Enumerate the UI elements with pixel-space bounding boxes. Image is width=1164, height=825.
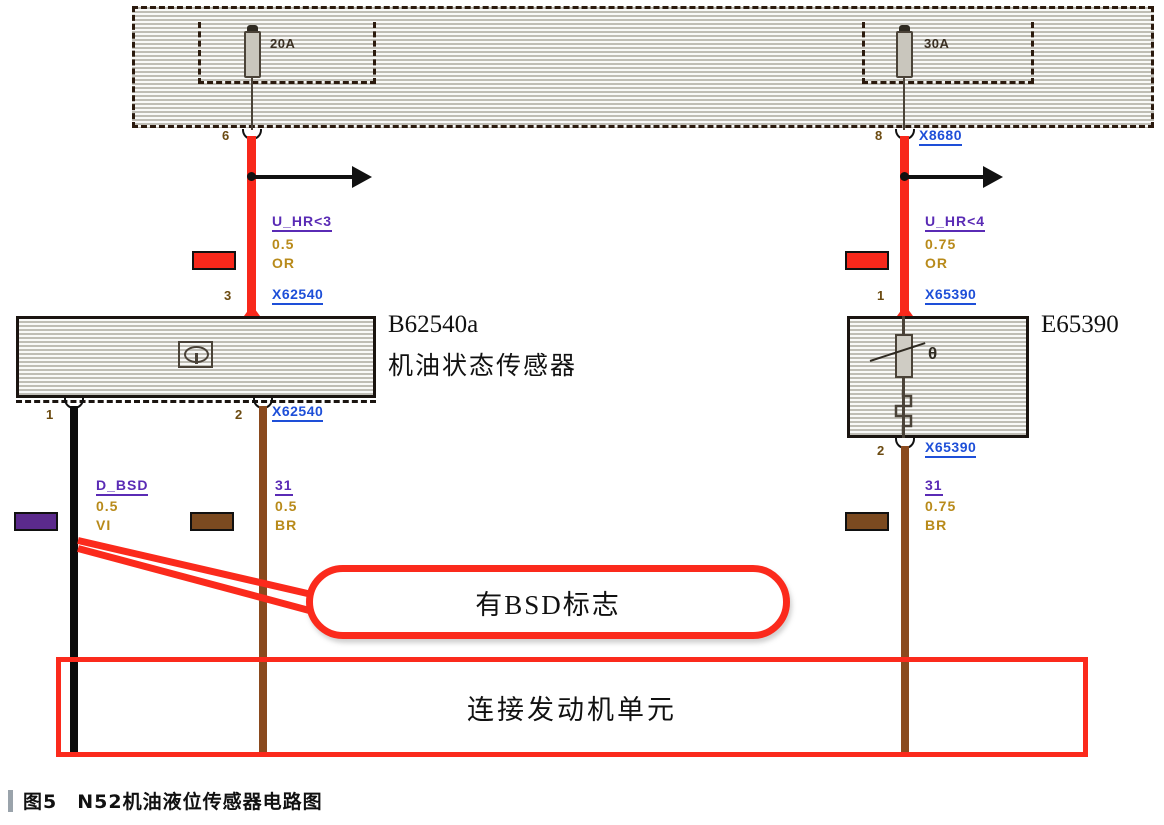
wire-size-left-bus: 0.5 [96,498,119,514]
caption-bar-icon [8,789,13,812]
callout-bubble: 有BSD标志 [306,565,790,639]
theta-symbol: θ [928,344,938,363]
color-swatch-left-bus [14,512,58,531]
branch-arrow-left-icon [352,166,372,188]
color-swatch-right-supply [845,251,889,270]
wire-size-left-ground: 0.5 [275,498,298,514]
thermistor-icon [895,334,913,378]
pin-number-left-bus: 1 [46,407,54,422]
figure-caption: 图5 N52机油液位传感器电路图 [8,787,323,814]
wire-size-right-supply: 0.75 [925,236,957,252]
component-oil-sensor-connector-line [16,400,376,403]
wire-color-left-supply: OR [272,255,295,271]
branch-line-left [252,175,354,179]
connector-id-fuse-right: X8680 [919,127,962,146]
connector-id-right-supply: X65390 [925,286,977,305]
fuse-cap-left [247,25,258,32]
connector-id-left-supply: X62540 [272,286,324,305]
terminal-arrow-left-supply [244,305,260,316]
color-swatch-right-ground [845,512,889,531]
pin-number-left-supply: 3 [224,288,232,303]
fuse-stem-right [903,78,905,130]
signal-name-left-supply: U_HR<3 [272,213,333,232]
signal-name-left-bus: D_BSD [96,477,149,496]
junction-right [900,172,909,181]
signal-name-left-ground: 31 [275,477,293,496]
wire-left-bus [70,406,78,757]
heating-element-icon [891,390,917,434]
oil-level-sensor-icon [178,341,213,368]
fuse-cap-right [899,25,910,32]
signal-name-right-ground: 31 [925,477,943,496]
color-swatch-left-supply [192,251,236,270]
fuse-stem-left [251,78,253,130]
junction-left [247,172,256,181]
fuse-rating-left: 20A [270,36,296,51]
component-heater [847,316,1029,438]
wire-color-right-supply: OR [925,255,948,271]
pin-number-fuse-right: 8 [875,128,883,143]
branch-line-right [905,175,985,179]
fuse-box-left [198,22,376,84]
wire-color-left-ground: BR [275,517,298,533]
engine-unit-text: 连接发动机单元 [467,694,677,725]
pin-number-right-ground: 2 [877,443,885,458]
callout-text: 有BSD标志 [475,589,621,620]
caption-number: 图5 [23,791,58,813]
wire-left-supply [247,136,256,318]
signal-name-right-supply: U_HR<4 [925,213,986,232]
wire-right-ground [901,446,909,757]
fuse-box-right [862,22,1034,84]
wire-size-left-supply: 0.5 [272,236,295,252]
component-id-oil-sensor: B62540a [388,311,479,338]
wire-color-right-ground: BR [925,517,948,533]
wire-right-supply [900,136,909,318]
fuse-body-right [896,31,913,78]
connector-id-oil-sensor: X62540 [272,403,324,422]
component-name-oil-sensor: 机油状态传感器 [388,353,578,380]
pin-number-fuse-left: 6 [222,128,230,143]
terminal-arrow-right-supply [897,305,913,316]
wire-color-left-bus: VI [96,517,112,533]
branch-arrow-right-icon [983,166,1003,188]
fuse-panel [132,6,1154,128]
callout-leader-upper [77,537,323,601]
wire-size-right-ground: 0.75 [925,498,957,514]
color-swatch-left-ground [190,512,234,531]
component-id-heater: E65390 [1041,311,1119,338]
fuse-rating-right: 30A [924,36,950,51]
caption-title: N52机油液位传感器电路图 [77,791,323,813]
pin-number-left-ground: 2 [235,407,243,422]
pin-number-right-supply: 1 [877,288,885,303]
engine-unit-box: 连接发动机单元 [56,657,1088,757]
callout-leader-lower [77,545,321,617]
connector-id-heater: X65390 [925,439,977,458]
fuse-body-left [244,31,261,78]
